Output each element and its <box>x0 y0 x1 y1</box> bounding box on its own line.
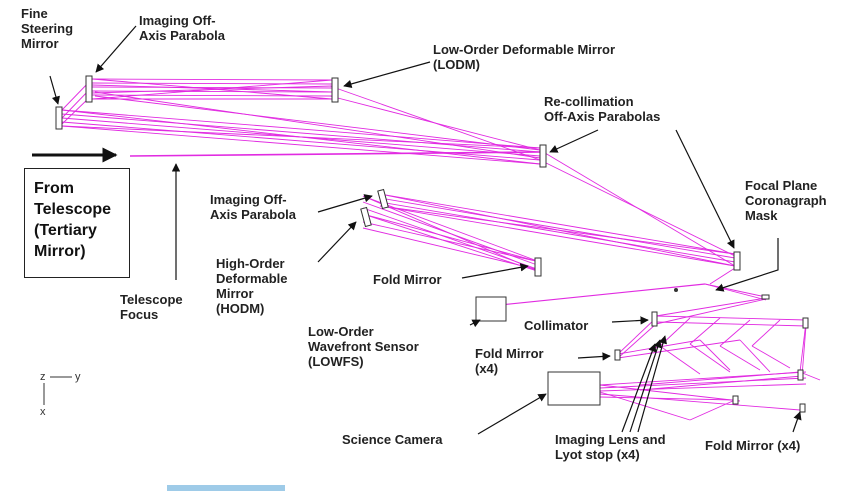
arrow-lyot-2 <box>629 339 662 433</box>
arrow-imaging-oap-top <box>95 25 137 73</box>
lodm-element <box>331 77 339 103</box>
fold-element-c <box>797 369 804 381</box>
arrow-science-camera <box>477 393 547 435</box>
label-hodm: High-Order Deformable Mirror (HODM) <box>216 256 288 316</box>
fold-element-d <box>732 395 739 405</box>
fold-element-b <box>802 317 809 329</box>
label-imaging-oap-lower: Imaging Off- Axis Parabola <box>210 192 296 222</box>
arrow-hodm <box>317 221 357 263</box>
label-recollimation-oaps: Re-collimation Off-Axis Parabolas <box>544 94 661 124</box>
science-camera-element <box>547 371 601 406</box>
axis-z-label: z <box>40 371 46 383</box>
fine-steering-mirror-element <box>55 106 63 130</box>
label-lodm: Low-Order Deformable Mirror (LODM) <box>433 42 616 72</box>
label-imaging-oap-top: Imaging Off- Axis Parabola <box>139 13 225 43</box>
arrow-focal-plane-mask <box>715 238 779 292</box>
label-focal-plane-mask: Focal Plane Coronagraph Mask <box>745 178 827 223</box>
arrow-recollimation-2 <box>675 129 735 249</box>
arrow-fsm <box>49 75 60 105</box>
beam-lower-bundle <box>362 149 736 273</box>
beam-to-collimator <box>655 267 767 325</box>
label-fold-mirror-x4-bottom: Fold Mirror (x4) <box>705 438 801 453</box>
label-fine-steering-mirror: Fine Steering Mirror <box>21 6 74 51</box>
label-lowfs: Low-Order Wavefront Sensor (LOWFS) <box>308 324 419 369</box>
callout-arrows <box>49 25 802 435</box>
beam-input <box>129 151 541 157</box>
label-imaging-lens-lyot: Imaging Lens and Lyot stop (x4) <box>555 432 666 462</box>
label-collimator: Collimator <box>524 318 589 333</box>
recollimation-oap-element <box>539 144 547 168</box>
arrow-collimator <box>611 316 649 325</box>
fold-mirror-x4-element <box>614 349 621 361</box>
focal-plane-mask-element <box>733 251 741 271</box>
beam-fsm-to-recollimation <box>61 85 541 165</box>
beam-oap-to-lodm <box>91 78 333 100</box>
fold-element-a <box>761 294 770 300</box>
from-telescope-box <box>24 168 130 278</box>
optical-elements <box>55 75 809 413</box>
arrow-imaging-oap-lower <box>317 194 373 213</box>
arrow-lowfs <box>469 319 481 328</box>
focal-mark <box>674 288 678 292</box>
beam-to-camera <box>599 371 807 421</box>
fold-element-e <box>799 403 806 413</box>
imaging-oap-lower-element <box>377 188 389 210</box>
arrow-fold-mirror-x4 <box>577 352 611 361</box>
fold-mirror-mid-element <box>534 257 542 277</box>
lowfs-element <box>475 296 507 322</box>
beam-zigzag <box>617 315 821 391</box>
axis-x-label: x <box>40 406 46 418</box>
collimator-element <box>651 311 658 327</box>
label-telescope-focus: Telescope Focus <box>120 292 183 322</box>
label-fold-mirror-mid: Fold Mirror <box>373 272 442 287</box>
imaging-oap-top-element <box>85 75 93 103</box>
arrow-lyot-1 <box>621 343 657 433</box>
axis-triad <box>43 376 72 405</box>
beam-to-lowfs <box>499 283 706 306</box>
hodm-element <box>360 206 372 228</box>
arrow-lodm <box>343 61 431 89</box>
label-science-camera: Science Camera <box>342 432 443 447</box>
arrow-fold-mirror-mid <box>461 263 529 279</box>
label-from-telescope: From Telescope (Tertiary Mirror) <box>34 180 112 260</box>
arrow-lyot-3 <box>637 335 667 433</box>
label-fold-mirror-x4: Fold Mirror (x4) <box>475 346 544 376</box>
arrow-fold-mirror-x4-bottom <box>792 411 802 433</box>
bottom-bar <box>167 485 285 491</box>
arrow-recollimation-1 <box>549 129 599 153</box>
axis-y-label: y <box>75 371 81 383</box>
